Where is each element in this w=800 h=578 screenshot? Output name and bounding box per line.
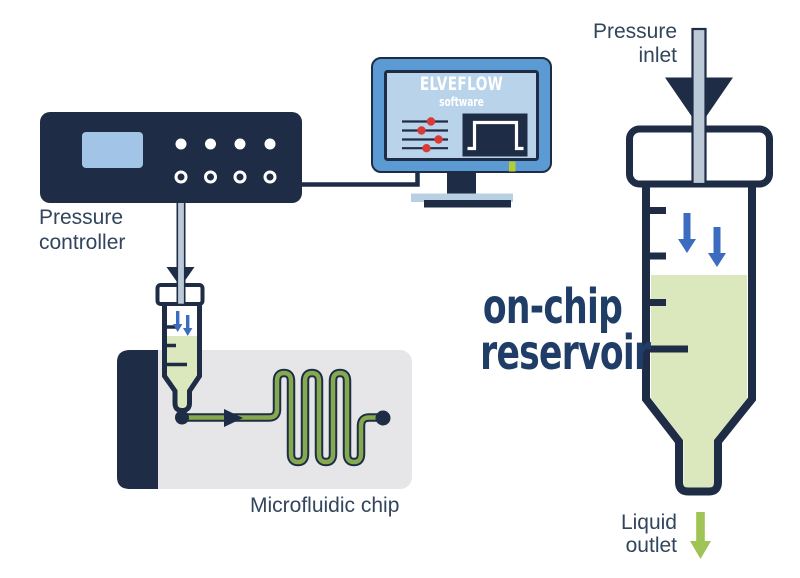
pressure-controller [40,112,420,203]
chip-channel [175,368,391,467]
liquid-outlet-arrow [690,512,711,559]
led-indicator [205,138,216,150]
on-chip-reservoir-title: on-chip reservoir [480,279,651,381]
led-indicator [264,138,276,150]
led-indicator [175,138,187,150]
pressure-arrow-icon [183,328,193,336]
small-reservoir [155,179,205,414]
reservoir-liquid [651,275,747,489]
pressure-arrow-icon [708,253,726,267]
outlet-arrow-icon [696,512,705,541]
channel-outlet-port [375,410,391,426]
pressure-arrow-icon [683,213,691,240]
liquid-outlet-label: Liquid outlet [620,511,677,557]
channel-inlet-port [175,410,189,425]
controller-monitor-cable [302,173,420,187]
monitor-stand-neck [447,172,476,194]
channel-liquid [182,370,383,465]
outlet-arrow-icon [690,541,711,559]
software-label: software [439,94,484,109]
reservoir-body [642,186,756,496]
computer-monitor [371,57,552,208]
chip-left-edge [117,350,158,489]
pressure-flow-arrows [678,213,726,267]
microfluidic-chip-label: Microfluidic chip [250,494,400,517]
small-reservoir-body [162,304,202,414]
pressure-port [204,170,217,184]
controller-box [40,112,302,203]
pressure-port [263,170,277,184]
slider-handles [417,117,443,153]
controller-leds [175,138,276,150]
power-indicator [509,161,516,172]
pressure-inlet-tube [691,27,707,186]
square-wave-icon [467,120,524,151]
pressure-arrow-icon [713,227,721,254]
controller-ports [174,170,277,184]
pressure-arrow-icon [176,311,180,324]
elveflow-brand-label: ELVEFLOW [419,73,504,95]
on-chip-reservoir [626,27,773,559]
pressure-port [233,170,247,184]
slider-handle [422,144,431,153]
slider-handle [426,117,436,126]
small-reservoir-liquid [167,336,197,408]
small-pressure-arrows [173,311,193,336]
slider-handle [434,135,443,144]
flow-direction-arrow-icon [224,409,243,427]
pressure-controller-label: Pressure controller [39,206,126,254]
pressure-arrow-icon [173,324,183,332]
led-indicator [234,138,246,150]
software-branding: ELVEFLOW software [406,73,516,109]
pressure-arrow-icon [186,315,190,328]
controller-display [82,132,143,168]
monitor-base-bottom [424,200,511,208]
monitor-base-top [411,193,513,202]
pressure-port [174,170,188,184]
pressure-inlet-label: Pressure inlet [592,20,677,67]
slider-handle [417,126,426,135]
pressure-arrow-icon [678,239,696,253]
